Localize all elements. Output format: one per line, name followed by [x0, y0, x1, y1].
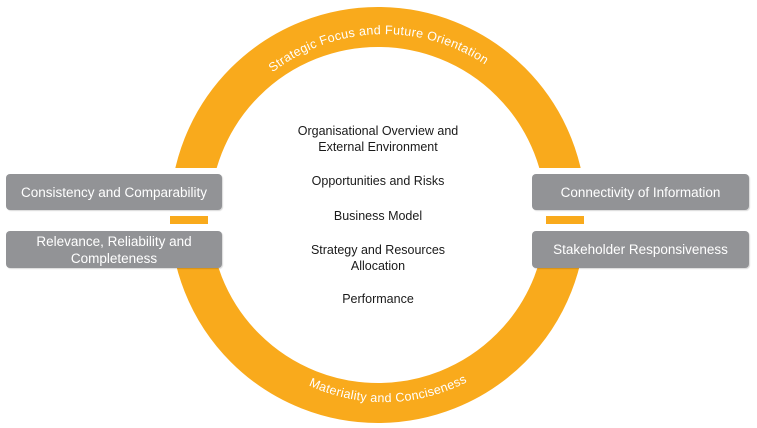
box-label: Relevance, Reliability and Completeness: [36, 233, 192, 266]
right-connector-bar: [546, 216, 584, 224]
box-label: Stakeholder Responsiveness: [553, 242, 728, 257]
box-stakeholder-responsiveness: Stakeholder Responsiveness: [532, 231, 749, 268]
center-item-performance: Performance: [342, 292, 414, 306]
box-label: Connectivity of Information: [560, 184, 721, 200]
center-item-opportunities-risks: Opportunities and Risks: [311, 174, 445, 188]
box-relevance-reliability: Relevance, Reliability and Completeness: [6, 231, 222, 268]
box-connectivity-information: Connectivity of Information: [532, 174, 749, 210]
left-connector-bar: [170, 216, 208, 224]
center-item-organisational-overview: Organisational Overview and External Env…: [297, 124, 459, 154]
box-consistency-comparability: Consistency and Comparability: [6, 174, 222, 210]
center-item-business-model: Business Model: [333, 209, 423, 223]
box-label: Consistency and Comparability: [20, 184, 208, 200]
center-item-strategy-resources: Strategy and Resources Allocation: [310, 243, 446, 273]
